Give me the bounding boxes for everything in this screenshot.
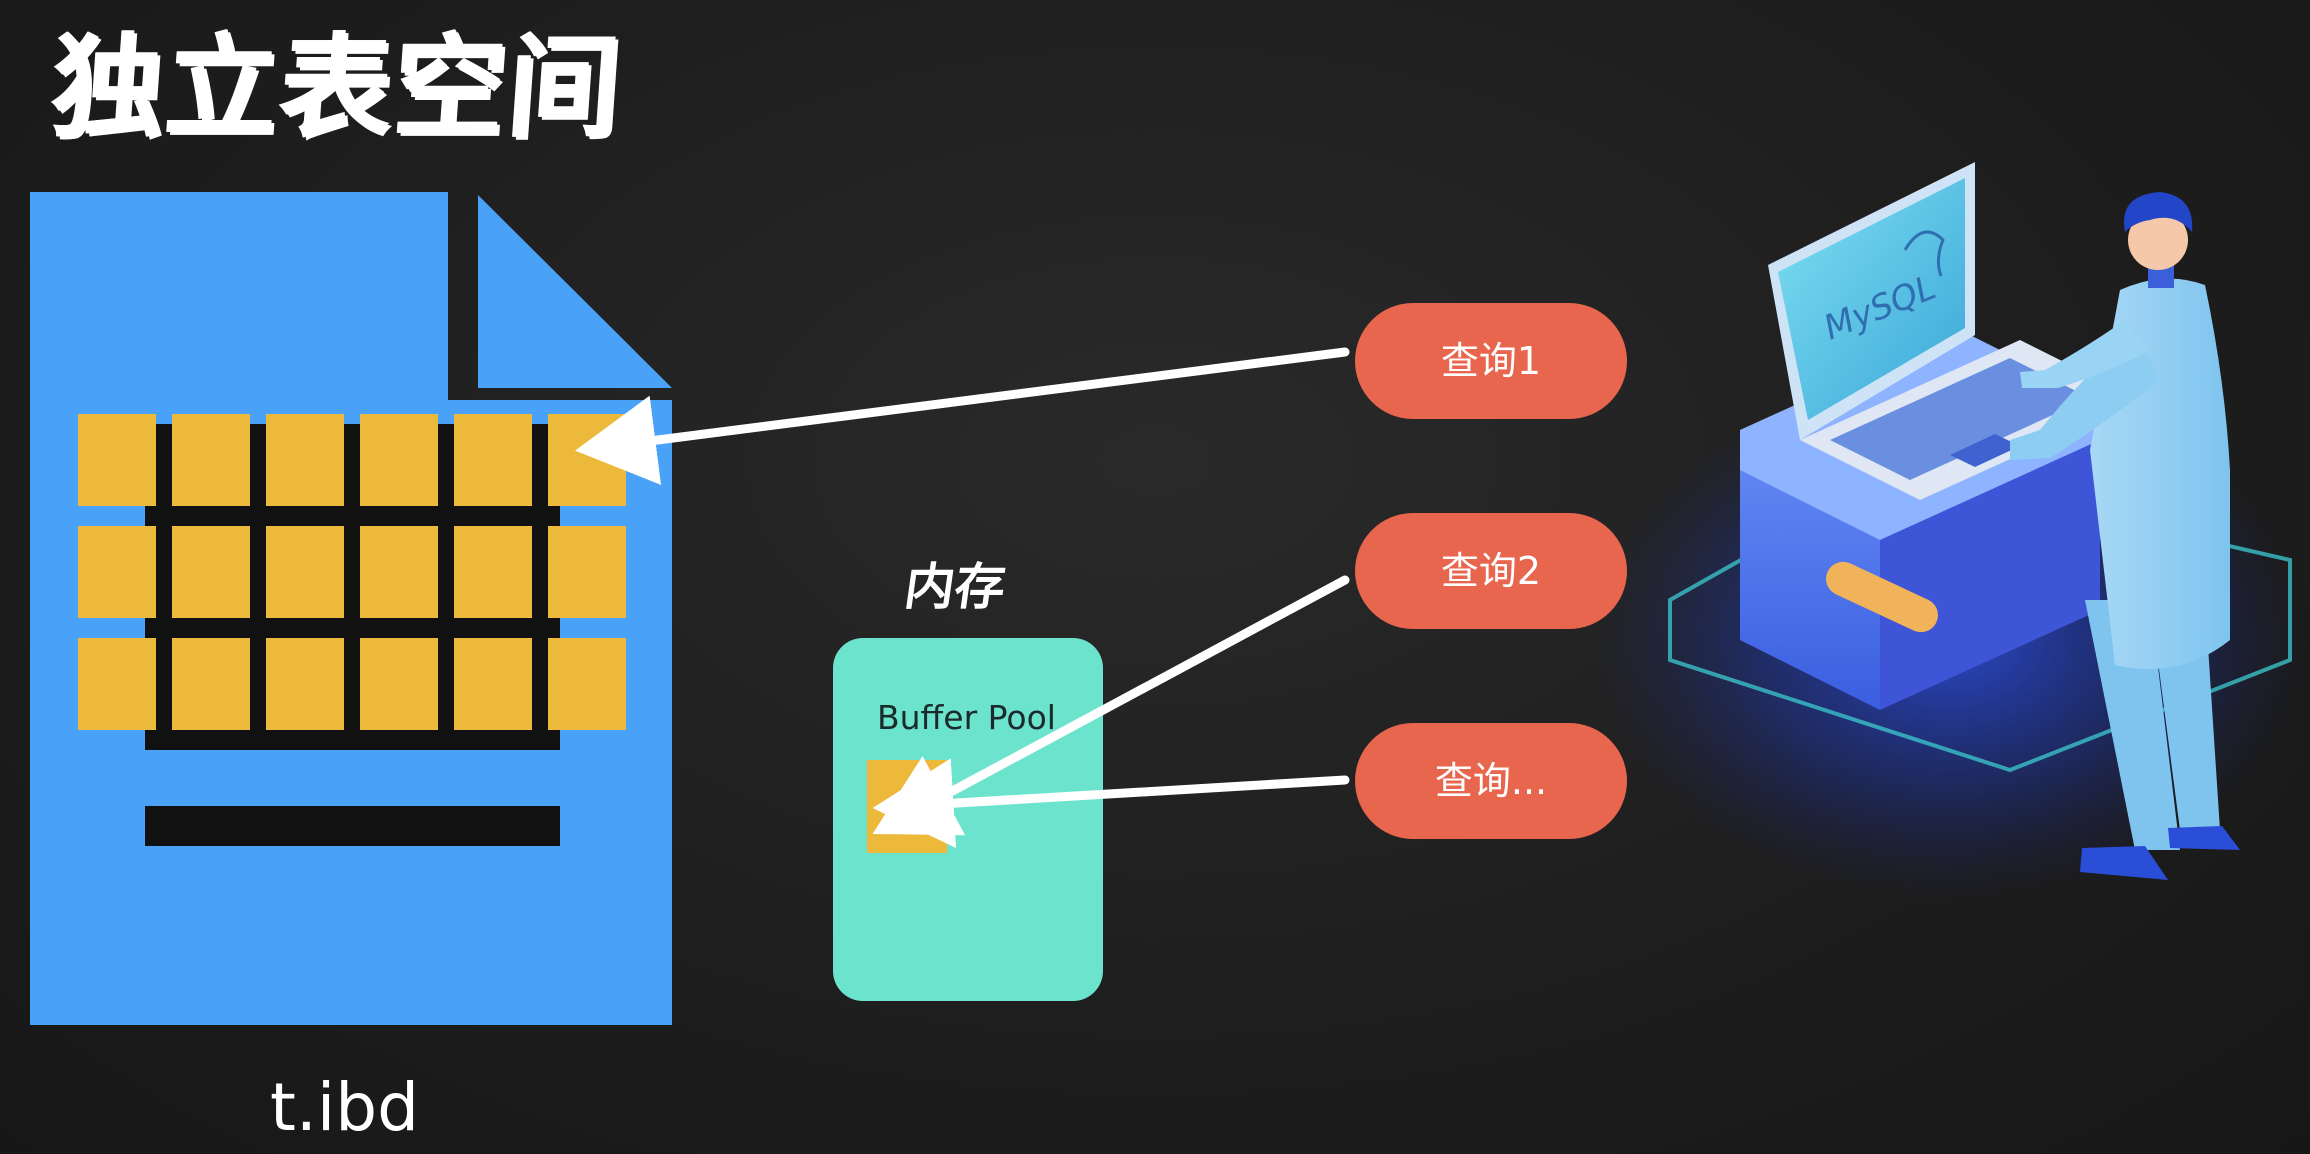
query-more-pill: 查询... — [1355, 723, 1627, 839]
query-2-pill: 查询2 — [1355, 513, 1627, 629]
page-title: 独立表空间 — [47, 23, 627, 153]
data-page-block — [78, 638, 156, 730]
buffer-pool-box — [833, 638, 1103, 1001]
arrow-query1-to-file-page — [575, 347, 1350, 485]
cabinet-side — [1880, 440, 2100, 710]
data-page-block — [360, 526, 438, 618]
arrows — [575, 347, 1350, 849]
laptop-screen — [1778, 178, 1965, 420]
data-page-block — [172, 414, 250, 506]
file-bottom-bar — [145, 806, 560, 846]
data-file-icon — [30, 192, 672, 1025]
data-page-block — [360, 638, 438, 730]
data-page-block — [360, 414, 438, 506]
buffer-pool — [833, 638, 1103, 1001]
data-page-block — [548, 414, 626, 506]
data-page-block — [172, 638, 250, 730]
person-shoes — [2080, 826, 2240, 880]
arrow-query3-to-buffer-page — [872, 758, 1350, 849]
file-name-label: t.ibd — [270, 1069, 419, 1146]
memory-label: 内存 — [900, 558, 1010, 616]
data-page-block — [78, 414, 156, 506]
person-hair — [2124, 192, 2193, 232]
query-1-pill: 查询1 — [1355, 303, 1627, 419]
data-page-block — [78, 526, 156, 618]
mysql-dolphin — [1903, 230, 1945, 277]
data-page-block — [266, 414, 344, 506]
cached-page — [867, 760, 947, 853]
data-page-block — [548, 526, 626, 618]
data-page-block — [172, 526, 250, 618]
buffer-pool-label: Buffer Pool — [877, 698, 1056, 737]
cabinet-front — [1740, 470, 1880, 710]
data-page-block — [454, 526, 532, 618]
laptop-trackpad — [1950, 434, 2020, 467]
person-head — [2128, 210, 2188, 270]
data-page-block — [266, 638, 344, 730]
laptop-keyboard — [1830, 358, 2090, 480]
arrow-query2-to-buffer-page — [872, 575, 1350, 836]
file-folded-corner — [478, 195, 672, 388]
data-page-block — [454, 638, 532, 730]
data-page-block — [454, 414, 532, 506]
cabinet-handle — [1826, 561, 1938, 633]
person-arm-back — [2020, 320, 2150, 388]
data-page-block — [266, 526, 344, 618]
page-grid — [78, 414, 626, 750]
developer-illustration: MySQL — [1590, 162, 2310, 900]
data-page-block — [548, 638, 626, 730]
